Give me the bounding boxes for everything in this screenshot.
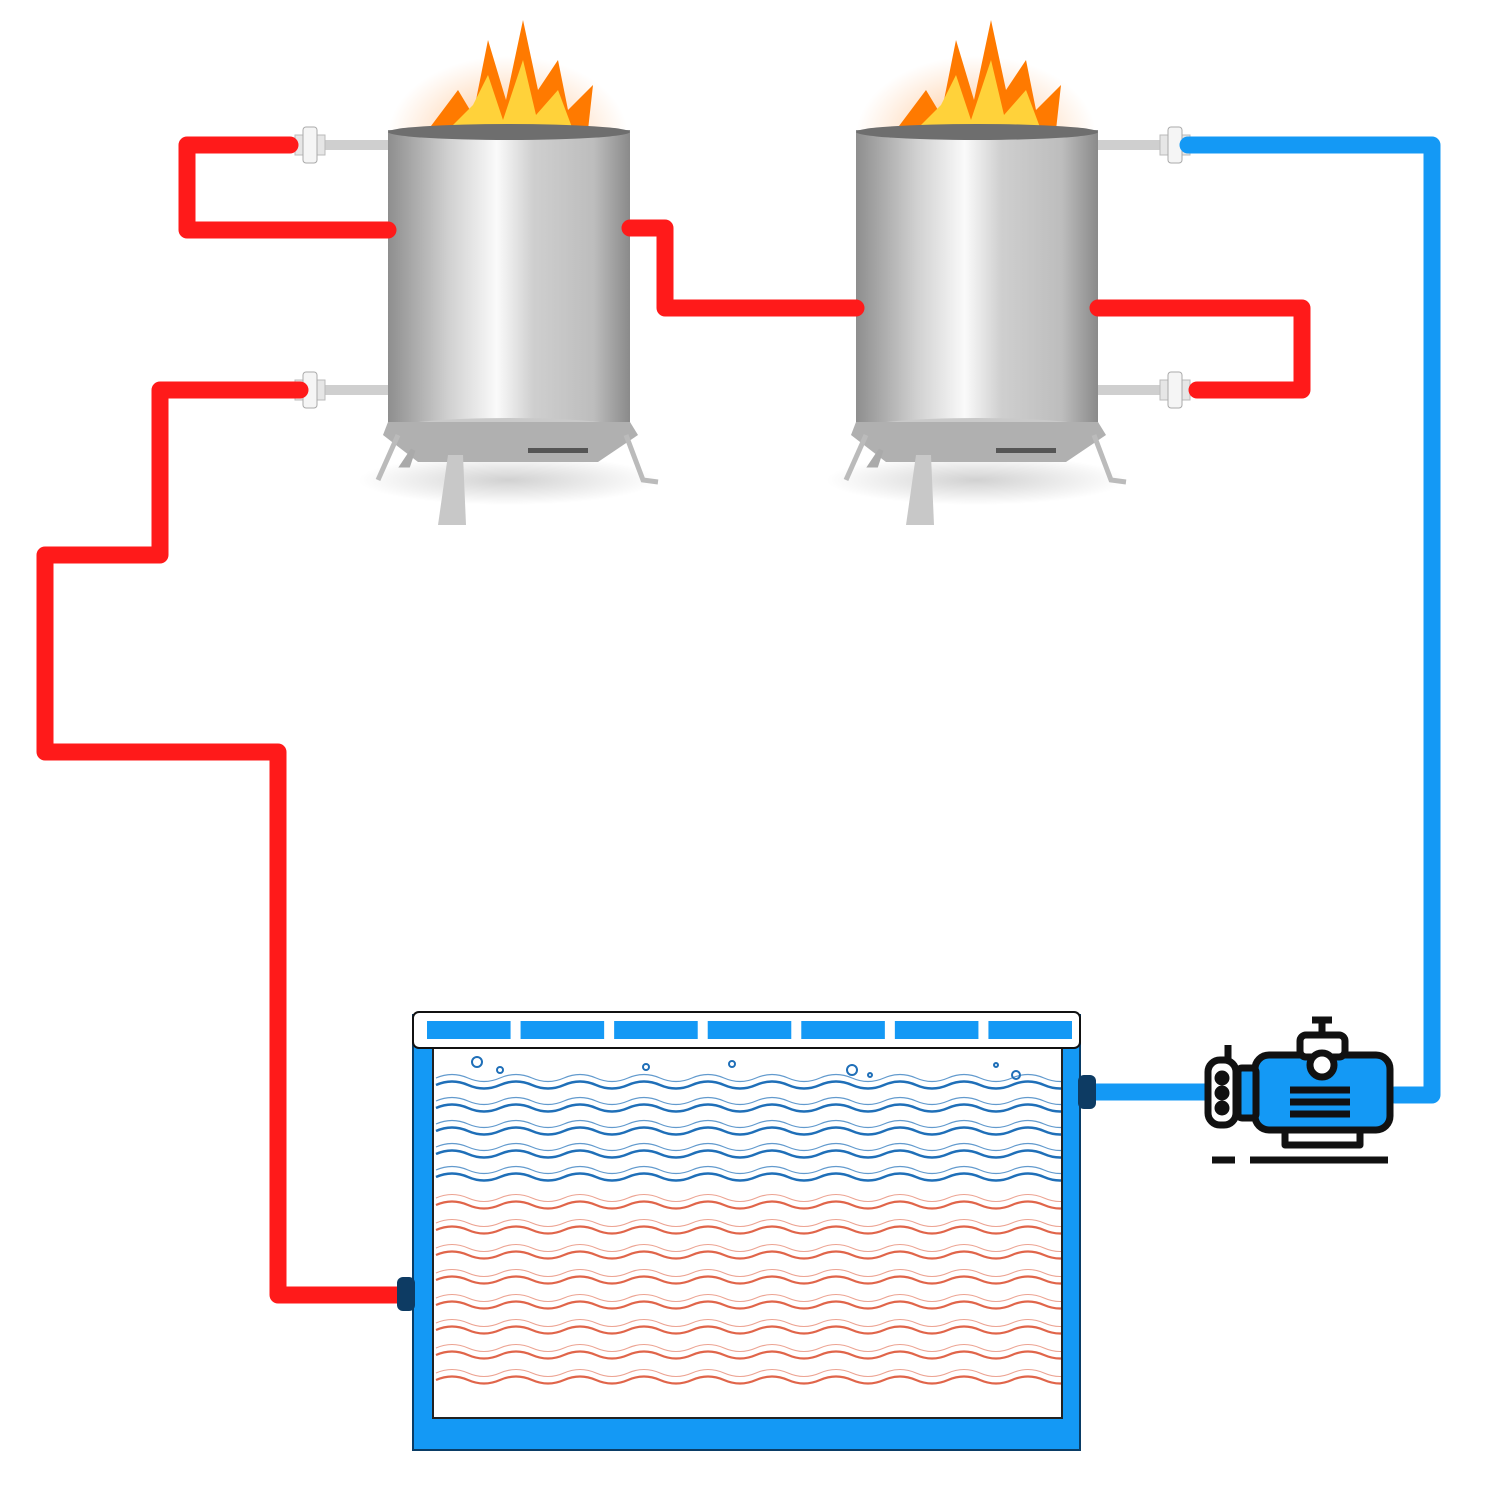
warm-water-wave: [435, 1375, 1061, 1385]
warm-water-wave: [435, 1343, 1061, 1353]
cold-water-wave: [435, 1103, 1061, 1113]
wood-stove-icon: [826, 20, 1126, 525]
hot-pipe-stove2-loop: [1089, 299, 1311, 399]
stove-1-lower-nozzle: [320, 385, 390, 395]
bubbles: [471, 1056, 1021, 1080]
pool-rim-segment: [427, 1021, 511, 1039]
cold-water-wave: [435, 1149, 1061, 1159]
pool-outlet-port: [1078, 1075, 1096, 1109]
stove-1-upper-nozzle: [320, 140, 390, 150]
hot-pipe-stove1-loop: [178, 136, 397, 239]
warm-water-wave: [435, 1200, 1061, 1210]
warm-water-wave: [435, 1225, 1061, 1235]
warm-water-wave: [435, 1218, 1061, 1228]
warm-water-wave: [435, 1275, 1061, 1285]
pipe-fitting-icon: [1159, 371, 1191, 409]
pool-water: [432, 1044, 1063, 1419]
cold-water-wave: [435, 1073, 1061, 1083]
warm-water-wave: [435, 1325, 1061, 1335]
warm-water-wave: [435, 1318, 1061, 1328]
cold-water-wave: [435, 1142, 1061, 1152]
warm-water-wave: [435, 1293, 1061, 1303]
pool: [397, 1011, 1096, 1451]
warm-water-wave: [435, 1268, 1061, 1278]
pool-rim-segment: [614, 1021, 698, 1039]
hot-pipe-to-pool: [36, 381, 414, 1304]
water-pump-icon: [1204, 1016, 1394, 1164]
pool-rim-segment: [801, 1021, 885, 1039]
hot-pipe-stove1-to-stove2: [621, 219, 865, 317]
stove-2: [826, 20, 1191, 525]
warm-water-wave: [435, 1243, 1061, 1253]
cold-water-wave: [435, 1165, 1061, 1175]
cold-pipe-pump-to-stove2: [1179, 136, 1441, 1104]
cold-water-wave: [435, 1126, 1061, 1136]
cold-water-wave: [435, 1119, 1061, 1129]
pool-rim-segment: [988, 1021, 1072, 1039]
warm-water-wave: [435, 1193, 1061, 1203]
cold-water-wave: [435, 1096, 1061, 1106]
stove-2-upper-nozzle: [1098, 140, 1168, 150]
pipe-fitting-icon: [294, 126, 326, 164]
pool-rim-segment: [707, 1021, 792, 1039]
warm-water-wave: [435, 1250, 1061, 1260]
pool-inlet-port: [397, 1277, 415, 1311]
pool-rim-segment: [894, 1021, 979, 1039]
cold-water-wave: [435, 1080, 1061, 1090]
wood-stove-icon: [358, 20, 658, 525]
warm-water-wave: [435, 1368, 1061, 1378]
warm-water-wave: [435, 1300, 1061, 1310]
warm-water-wave: [435, 1350, 1061, 1360]
stove-2-lower-nozzle: [1098, 385, 1168, 395]
pool-rim-segment: [520, 1021, 605, 1039]
stove-1: [294, 20, 658, 525]
cold-water-wave: [435, 1172, 1061, 1182]
